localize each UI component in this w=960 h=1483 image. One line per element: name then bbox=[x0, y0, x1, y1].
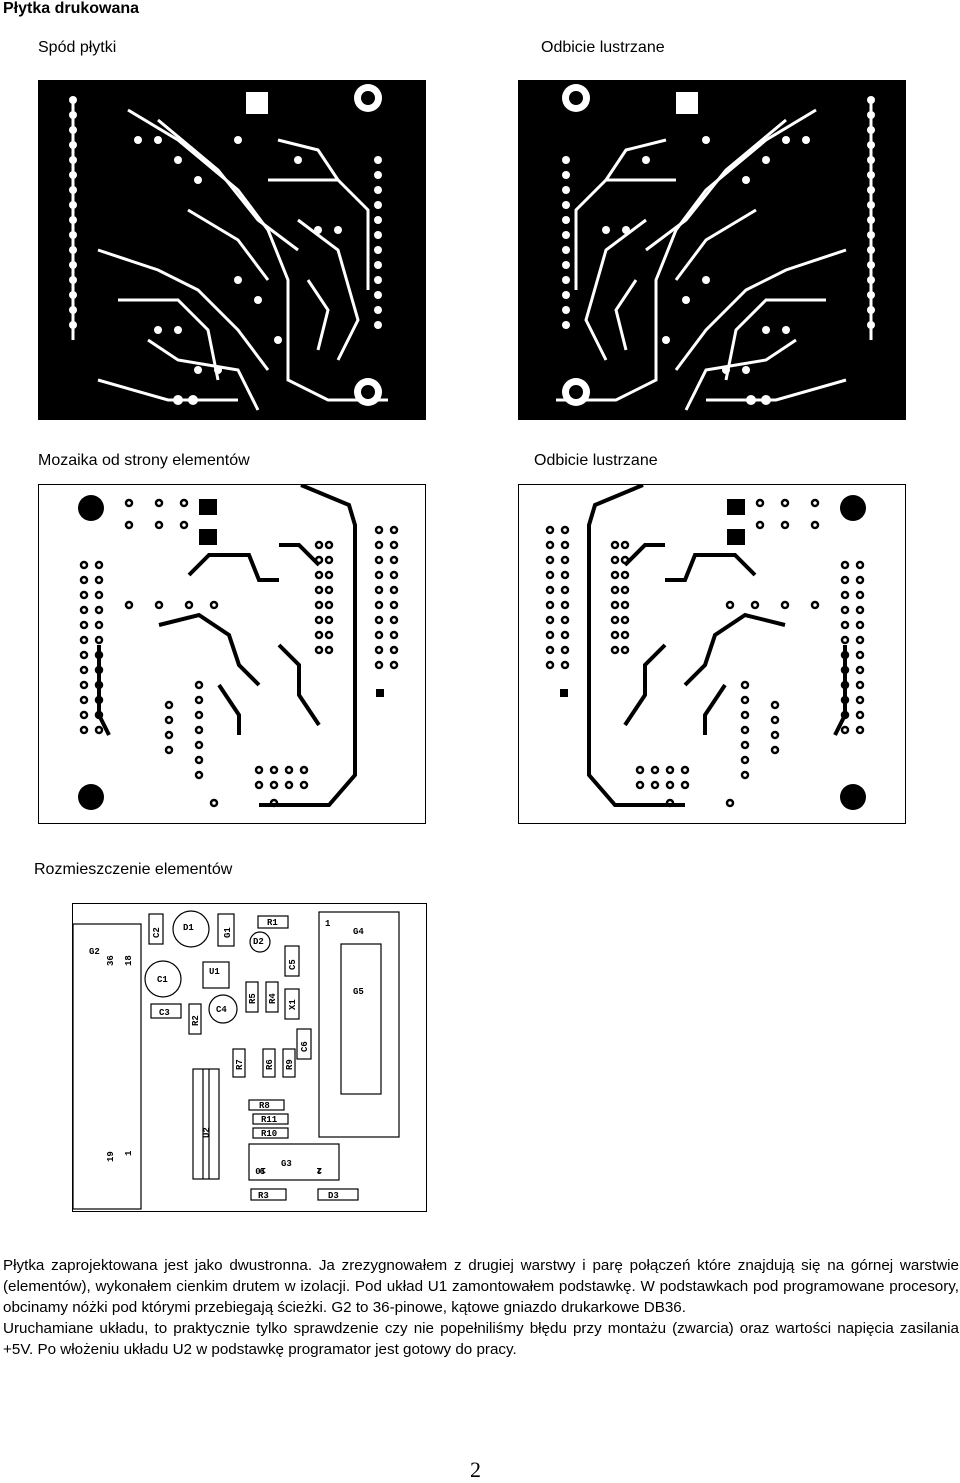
pcb-bottom-mirror-image bbox=[518, 80, 906, 420]
caption-placement: Rozmieszczenie elementów bbox=[34, 861, 233, 878]
caption-component-side: Mozaika od strony elementów bbox=[38, 452, 250, 469]
label-c6: C6 bbox=[300, 1041, 310, 1052]
label-r2: R2 bbox=[191, 1015, 201, 1026]
label-19: 19 bbox=[106, 1151, 116, 1162]
label-g2: G2 bbox=[89, 947, 100, 957]
label-g3: G3 bbox=[281, 1159, 292, 1169]
label-r4: R4 bbox=[268, 993, 278, 1004]
label-18: 18 bbox=[124, 955, 134, 966]
component-placement-diagram: G2 36 18 19 1 C2 D1 G1 R1 D2 C5 C1 U1 R5… bbox=[72, 903, 427, 1212]
label-c1: C1 bbox=[157, 975, 168, 985]
pcb-component-side-image bbox=[38, 484, 426, 824]
label-r6: R6 bbox=[265, 1059, 275, 1070]
label-g3-1: 1 bbox=[316, 1165, 322, 1175]
label-g4: G4 bbox=[353, 927, 364, 937]
label-g3-2: 2 bbox=[317, 1165, 322, 1175]
label-1: 1 bbox=[124, 1150, 134, 1156]
label-x1: X1 bbox=[288, 999, 298, 1010]
label-r10: R10 bbox=[261, 1129, 277, 1139]
label-r9: R9 bbox=[285, 1059, 295, 1070]
label-u1: U1 bbox=[209, 967, 220, 977]
caption-mirror-1: Odbicie lustrzane bbox=[541, 39, 665, 56]
label-r8: R8 bbox=[259, 1101, 270, 1111]
label-r3: R3 bbox=[258, 1191, 269, 1201]
label-r5: R5 bbox=[248, 993, 258, 1004]
label-r1: R1 bbox=[267, 918, 278, 928]
page-title: Płytka drukowana bbox=[3, 0, 140, 17]
label-c2: C2 bbox=[152, 927, 162, 938]
caption-mirror-2: Odbicie lustrzane bbox=[534, 452, 658, 469]
body-text: Płytka zaprojektowana jest jako dwustron… bbox=[3, 1255, 959, 1360]
label-g4-pin1: 1 bbox=[325, 919, 331, 929]
label-c3: C3 bbox=[159, 1008, 170, 1018]
paragraph-2: Uruchamiane układu, to praktycznie tylko… bbox=[3, 1320, 959, 1358]
paragraph-1: Płytka zaprojektowana jest jako dwustron… bbox=[3, 1257, 959, 1316]
label-d3: D3 bbox=[328, 1191, 339, 1201]
label-c5: C5 bbox=[288, 959, 298, 970]
label-u2: U2 bbox=[202, 1127, 212, 1138]
label-r7: R7 bbox=[235, 1059, 245, 1070]
label-d1: D1 bbox=[183, 923, 194, 933]
label-36: 36 bbox=[106, 955, 116, 966]
label-g1: G1 bbox=[223, 927, 233, 938]
pcb-bottom-image bbox=[38, 80, 426, 420]
page-number: 2 bbox=[470, 1457, 481, 1482]
label-g3-9: 9 bbox=[260, 1165, 265, 1175]
pcb-component-mirror-image bbox=[518, 484, 906, 824]
label-g5: G5 bbox=[353, 987, 364, 997]
label-g3-10: 10 bbox=[255, 1165, 266, 1175]
label-c4: C4 bbox=[216, 1005, 227, 1015]
label-r11: R11 bbox=[261, 1115, 278, 1125]
label-d2: D2 bbox=[253, 937, 264, 947]
caption-bottom-side: Spód płytki bbox=[38, 39, 117, 56]
